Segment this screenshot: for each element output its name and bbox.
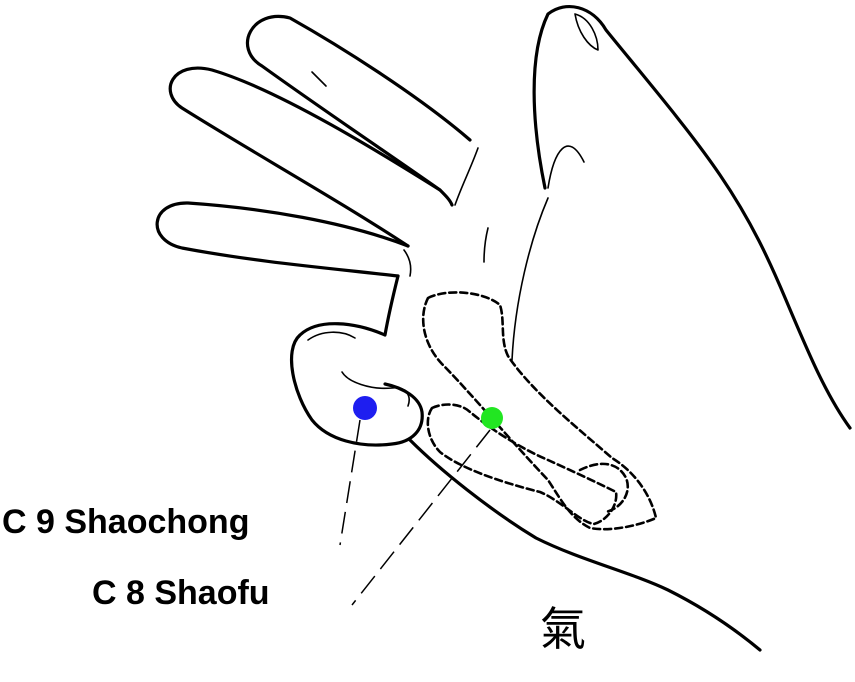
palm-crease bbox=[483, 227, 489, 263]
carpal-outline bbox=[578, 462, 629, 514]
c9-leader-line bbox=[339, 419, 361, 546]
palm-edge bbox=[408, 438, 762, 652]
thumb bbox=[532, 4, 852, 430]
little-finger bbox=[290, 274, 424, 447]
metacarpal-bones bbox=[421, 291, 658, 531]
c9-shaochong-label: C 9 Shaochong bbox=[2, 503, 250, 541]
palm-crease bbox=[511, 197, 549, 361]
c8-leader-line bbox=[351, 429, 491, 606]
hand-outline bbox=[155, 4, 852, 652]
c8-shaofu-label: C 8 Shaofu bbox=[92, 574, 270, 612]
qi-character: 氣 bbox=[540, 602, 586, 656]
thumb-crease bbox=[547, 145, 585, 189]
ring-finger bbox=[155, 201, 410, 278]
little-finger-nail bbox=[341, 371, 410, 407]
palm-crease bbox=[403, 249, 412, 277]
palm-crease bbox=[311, 71, 327, 87]
fifth-metacarpal bbox=[421, 291, 658, 531]
middle-finger bbox=[168, 66, 442, 248]
index-finger bbox=[245, 14, 472, 207]
leader-lines bbox=[339, 419, 491, 606]
palm-crease bbox=[454, 147, 479, 206]
c9-shaochong-point bbox=[353, 396, 377, 420]
little-finger-crease bbox=[307, 331, 356, 341]
fourth-metacarpal bbox=[426, 403, 618, 526]
c8-shaofu-point bbox=[481, 407, 503, 429]
thumbnail bbox=[574, 13, 599, 51]
